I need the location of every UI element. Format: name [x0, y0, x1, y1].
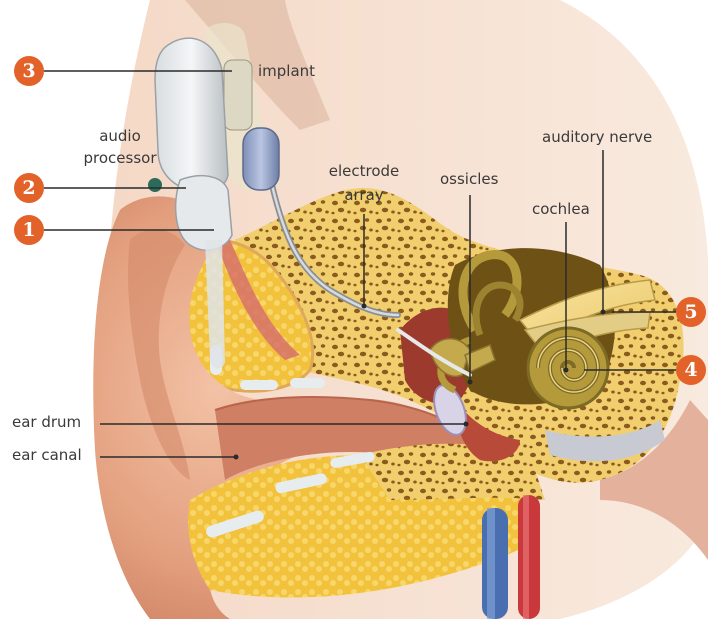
badge-2-audio-processor: 2: [14, 173, 44, 203]
label-ear-canal: ear canal: [12, 446, 82, 464]
label-auditory-nerve: auditory nerve: [542, 128, 652, 146]
label-audio-processor-line2: processor: [70, 149, 170, 167]
label-cochlea: cochlea: [532, 200, 590, 218]
label-electrode-array-line2: array: [312, 186, 416, 204]
badge-3-implant: 3: [14, 56, 44, 86]
label-audio-processor-line1: audio: [76, 127, 164, 145]
badge-1-transmitter: 1: [14, 215, 44, 245]
label-electrode-array-line1: electrode: [312, 162, 416, 180]
label-ear-drum: ear drum: [12, 413, 81, 431]
label-implant: implant: [258, 62, 315, 80]
label-ossicles: ossicles: [440, 170, 498, 188]
badge-5-auditory-nerve: 5: [676, 297, 706, 327]
badge-4-cochlea: 4: [676, 355, 706, 385]
